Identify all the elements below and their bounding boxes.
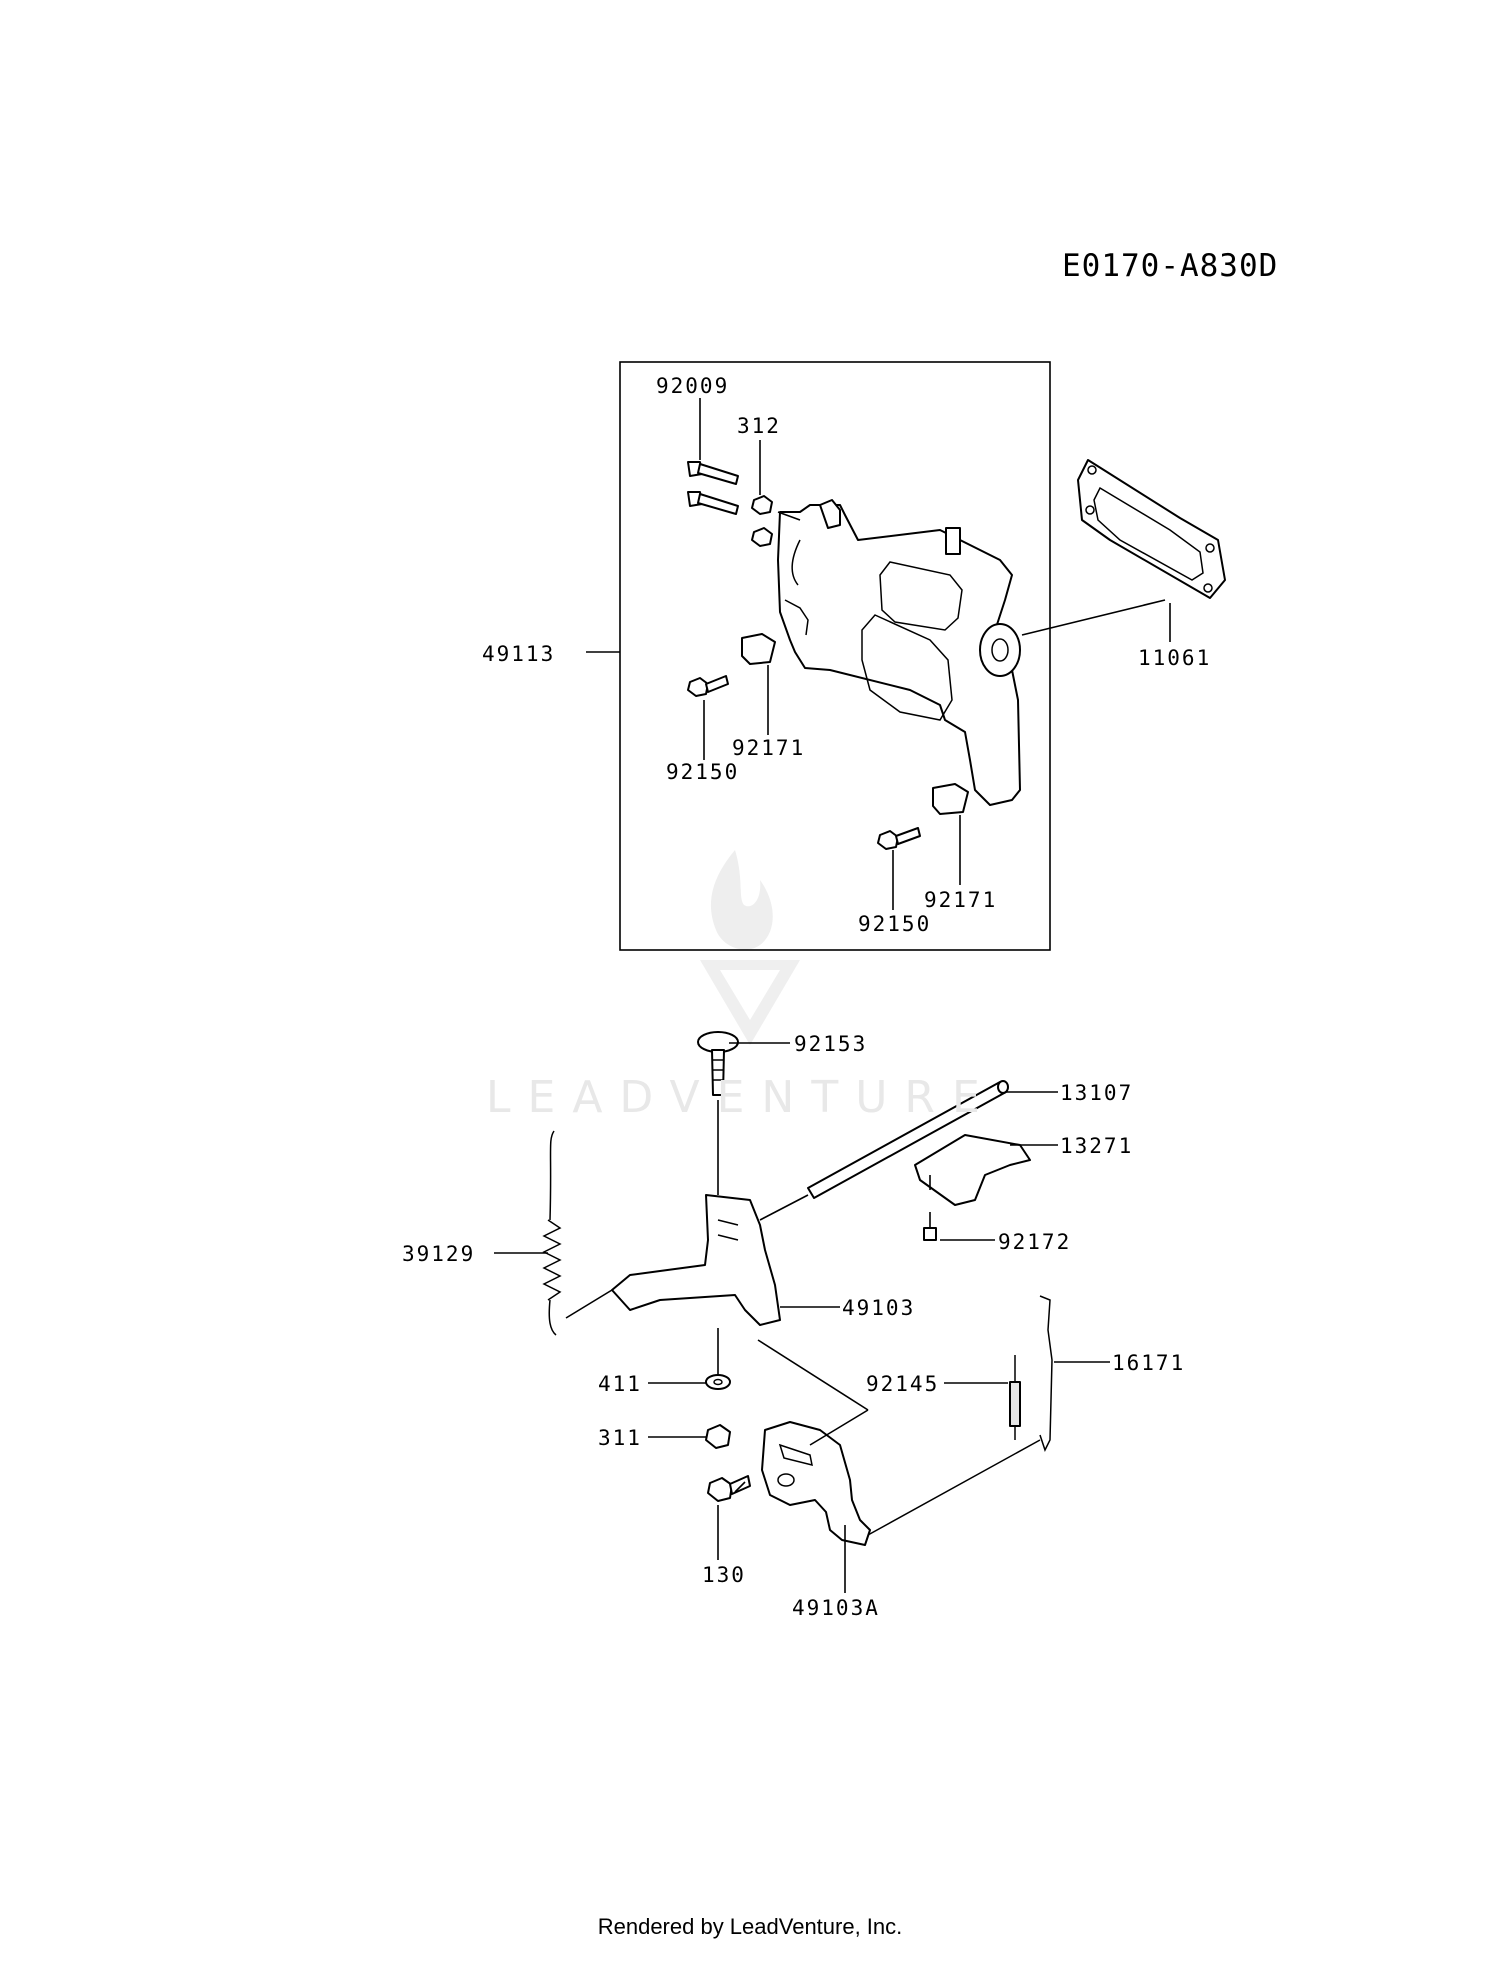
- gasket-opening: [1093, 486, 1204, 581]
- part-label-411[interactable]: 411: [598, 1372, 642, 1396]
- part-label-311[interactable]: 311: [598, 1426, 642, 1450]
- diagram-code: E0170-A830D: [1062, 248, 1279, 284]
- part-label-92150[interactable]: 92150: [858, 912, 932, 936]
- plate-round-boss: [979, 623, 1021, 677]
- part-label-49103[interactable]: 49103: [842, 1296, 916, 1320]
- assembly-frame: [619, 361, 1051, 951]
- gasket-hole: [1205, 543, 1215, 553]
- plate-stud: [945, 527, 961, 555]
- part-label-39129[interactable]: 39129: [402, 1242, 476, 1266]
- gasket-hole: [1087, 465, 1097, 475]
- plate-window-upper: [879, 561, 963, 631]
- screw-92172: [923, 1212, 937, 1241]
- part-label-312[interactable]: 312: [737, 414, 781, 438]
- nut-312: [751, 495, 773, 547]
- gasket: [1077, 459, 1226, 599]
- clip-92171-lower: [932, 783, 969, 815]
- spring-92145: [1009, 1355, 1021, 1440]
- part-label-92153[interactable]: 92153: [794, 1032, 868, 1056]
- gasket-hole: [1085, 505, 1095, 515]
- watermark-text: LEADVENTURE: [486, 1072, 997, 1123]
- plate-boss-hole: [991, 638, 1009, 662]
- lever-49103: [611, 1194, 781, 1326]
- carriage-bolt-92153: [697, 1031, 739, 1096]
- part-label-49103A[interactable]: 49103A: [792, 1596, 880, 1620]
- leader-lines-lower: [494, 1042, 1110, 1593]
- clip-92171-upper: [741, 633, 776, 665]
- bolt-92150-lower: [877, 827, 921, 850]
- shaft-end: [997, 1080, 1009, 1094]
- part-label-13107[interactable]: 13107: [1060, 1081, 1134, 1105]
- plate-lever-slot: [791, 539, 801, 586]
- nut-311: [705, 1424, 731, 1449]
- part-label-16171[interactable]: 16171: [1112, 1351, 1186, 1375]
- footer-credit: Rendered by LeadVenture, Inc.: [597, 1914, 903, 1939]
- part-label-92145[interactable]: 92145: [866, 1372, 940, 1396]
- lever-hole: [777, 1473, 795, 1487]
- gasket-hole: [1203, 583, 1213, 593]
- bolt-92009: [687, 461, 739, 515]
- bolt-92150-upper: [687, 675, 729, 697]
- part-label-92171[interactable]: 92171: [732, 736, 806, 760]
- washer-411: [705, 1374, 731, 1390]
- rod-16171: [867, 1295, 1053, 1536]
- plate-window-lower: [861, 614, 953, 721]
- part-label-92172[interactable]: 92172: [998, 1230, 1072, 1254]
- part-label-49113[interactable]: 49113: [482, 642, 556, 666]
- part-label-92009[interactable]: 92009: [656, 374, 730, 398]
- part-label-11061[interactable]: 11061: [1138, 646, 1212, 670]
- bolt-130: [707, 1475, 751, 1502]
- bracket-13271: [914, 1134, 1031, 1206]
- lever-slot: [717, 1219, 739, 1241]
- plate-tab-top: [819, 499, 841, 529]
- plate-edge: [784, 599, 809, 636]
- lever-slot-lower: [778, 1443, 813, 1467]
- part-label-130[interactable]: 130: [702, 1563, 746, 1587]
- leader-lines-upper: [586, 398, 1171, 910]
- lever-49103A: [761, 1421, 871, 1546]
- part-label-92171[interactable]: 92171: [924, 888, 998, 912]
- watermark-logo: [700, 850, 800, 1045]
- part-label-92150[interactable]: 92150: [666, 760, 740, 784]
- control-plate: [777, 504, 1021, 806]
- part-label-13271[interactable]: 13271: [1060, 1134, 1134, 1158]
- spring-39129: [542, 1130, 562, 1336]
